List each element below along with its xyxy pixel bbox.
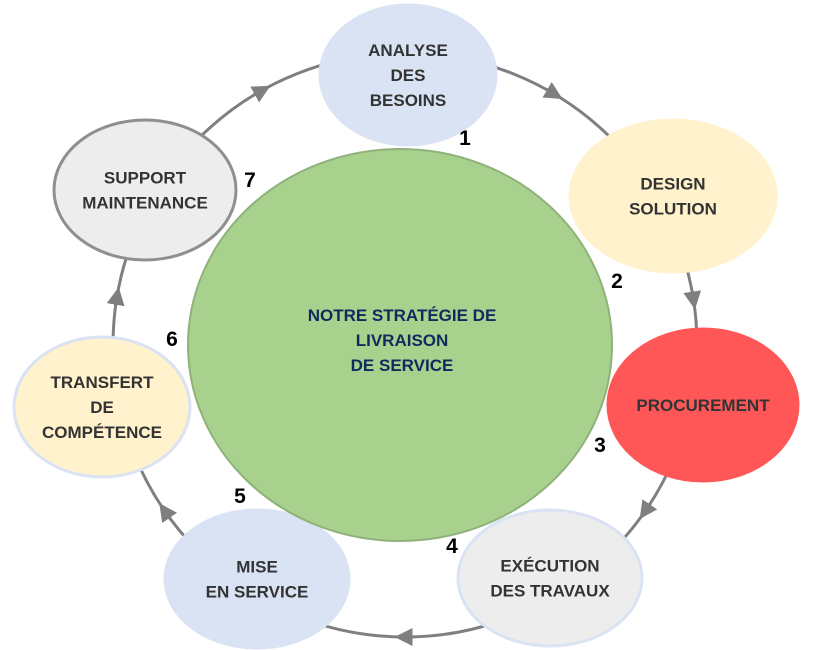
center-node: NOTRE STRATÉGIE DE LIVRAISON DE SERVICE — [187, 148, 613, 542]
step-label-1-line-1: ANALYSE — [368, 41, 448, 60]
step-number-7: 7 — [244, 169, 256, 192]
center-label-line-1: NOTRE STRATÉGIE DE — [308, 306, 497, 325]
cycle-arrow-2 — [683, 289, 702, 310]
step-label-6-line-2: DE — [90, 398, 114, 417]
cycle-arrow-5 — [159, 503, 177, 524]
step-bubble-5 — [163, 508, 351, 650]
step-label-5-line-2: EN SERVICE — [206, 583, 309, 602]
step-label-1-line-2: DES — [391, 66, 426, 85]
cycle-arrow-7 — [250, 85, 271, 103]
step-bubble-7 — [52, 118, 238, 262]
step-node-5: MISE EN SERVICE — [163, 508, 351, 650]
cycle-arrow-1 — [542, 82, 563, 99]
step-bubble-6 — [12, 335, 192, 479]
center-label-line-3: DE SERVICE — [351, 356, 454, 375]
step-label-4-line-2: DES TRAVAUX — [490, 582, 610, 601]
step-label-5-line-1: MISE — [236, 558, 278, 577]
step-label-7-line-2: MAINTENANCE — [82, 194, 208, 213]
step-label-4-line-1: EXÉCUTION — [500, 557, 599, 576]
step-number-1: 1 — [459, 127, 471, 150]
step-number-6: 6 — [166, 328, 178, 351]
step-label-3-line-1: PROCUREMENT — [636, 396, 770, 415]
cycle-arrow-3 — [639, 499, 658, 520]
center-label-line-2: LIVRAISON — [356, 331, 449, 350]
step-node-2: DESIGN SOLUTION — [568, 118, 778, 274]
cycle-arrow-6 — [106, 286, 125, 307]
step-number-4: 4 — [446, 535, 458, 558]
step-bubble-3 — [606, 327, 800, 483]
step-node-3: PROCUREMENT — [606, 327, 800, 483]
step-bubble-2 — [568, 118, 778, 274]
step-label-6-line-3: COMPÉTENCE — [42, 423, 162, 442]
step-label-2-line-2: SOLUTION — [629, 200, 717, 219]
step-bubble-1 — [318, 3, 498, 147]
step-node-4: EXÉCUTION DES TRAVAUX — [456, 508, 644, 648]
step-label-7-line-1: SUPPORT — [104, 169, 187, 188]
step-number-2: 2 — [611, 270, 623, 293]
step-number-5: 5 — [234, 485, 246, 508]
step-number-3: 3 — [594, 434, 606, 457]
center-circle — [187, 148, 613, 542]
step-label-2-line-1: DESIGN — [640, 175, 705, 194]
step-node-1: ANALYSE DES BESOINS — [318, 3, 498, 147]
step-label-6-line-1: TRANSFERT — [51, 373, 155, 392]
step-node-7: SUPPORT MAINTENANCE — [52, 118, 238, 262]
step-bubble-4 — [456, 508, 644, 648]
step-label-1-line-3: BESOINS — [370, 91, 447, 110]
step-node-6: TRANSFERT DE COMPÉTENCE — [12, 335, 192, 479]
